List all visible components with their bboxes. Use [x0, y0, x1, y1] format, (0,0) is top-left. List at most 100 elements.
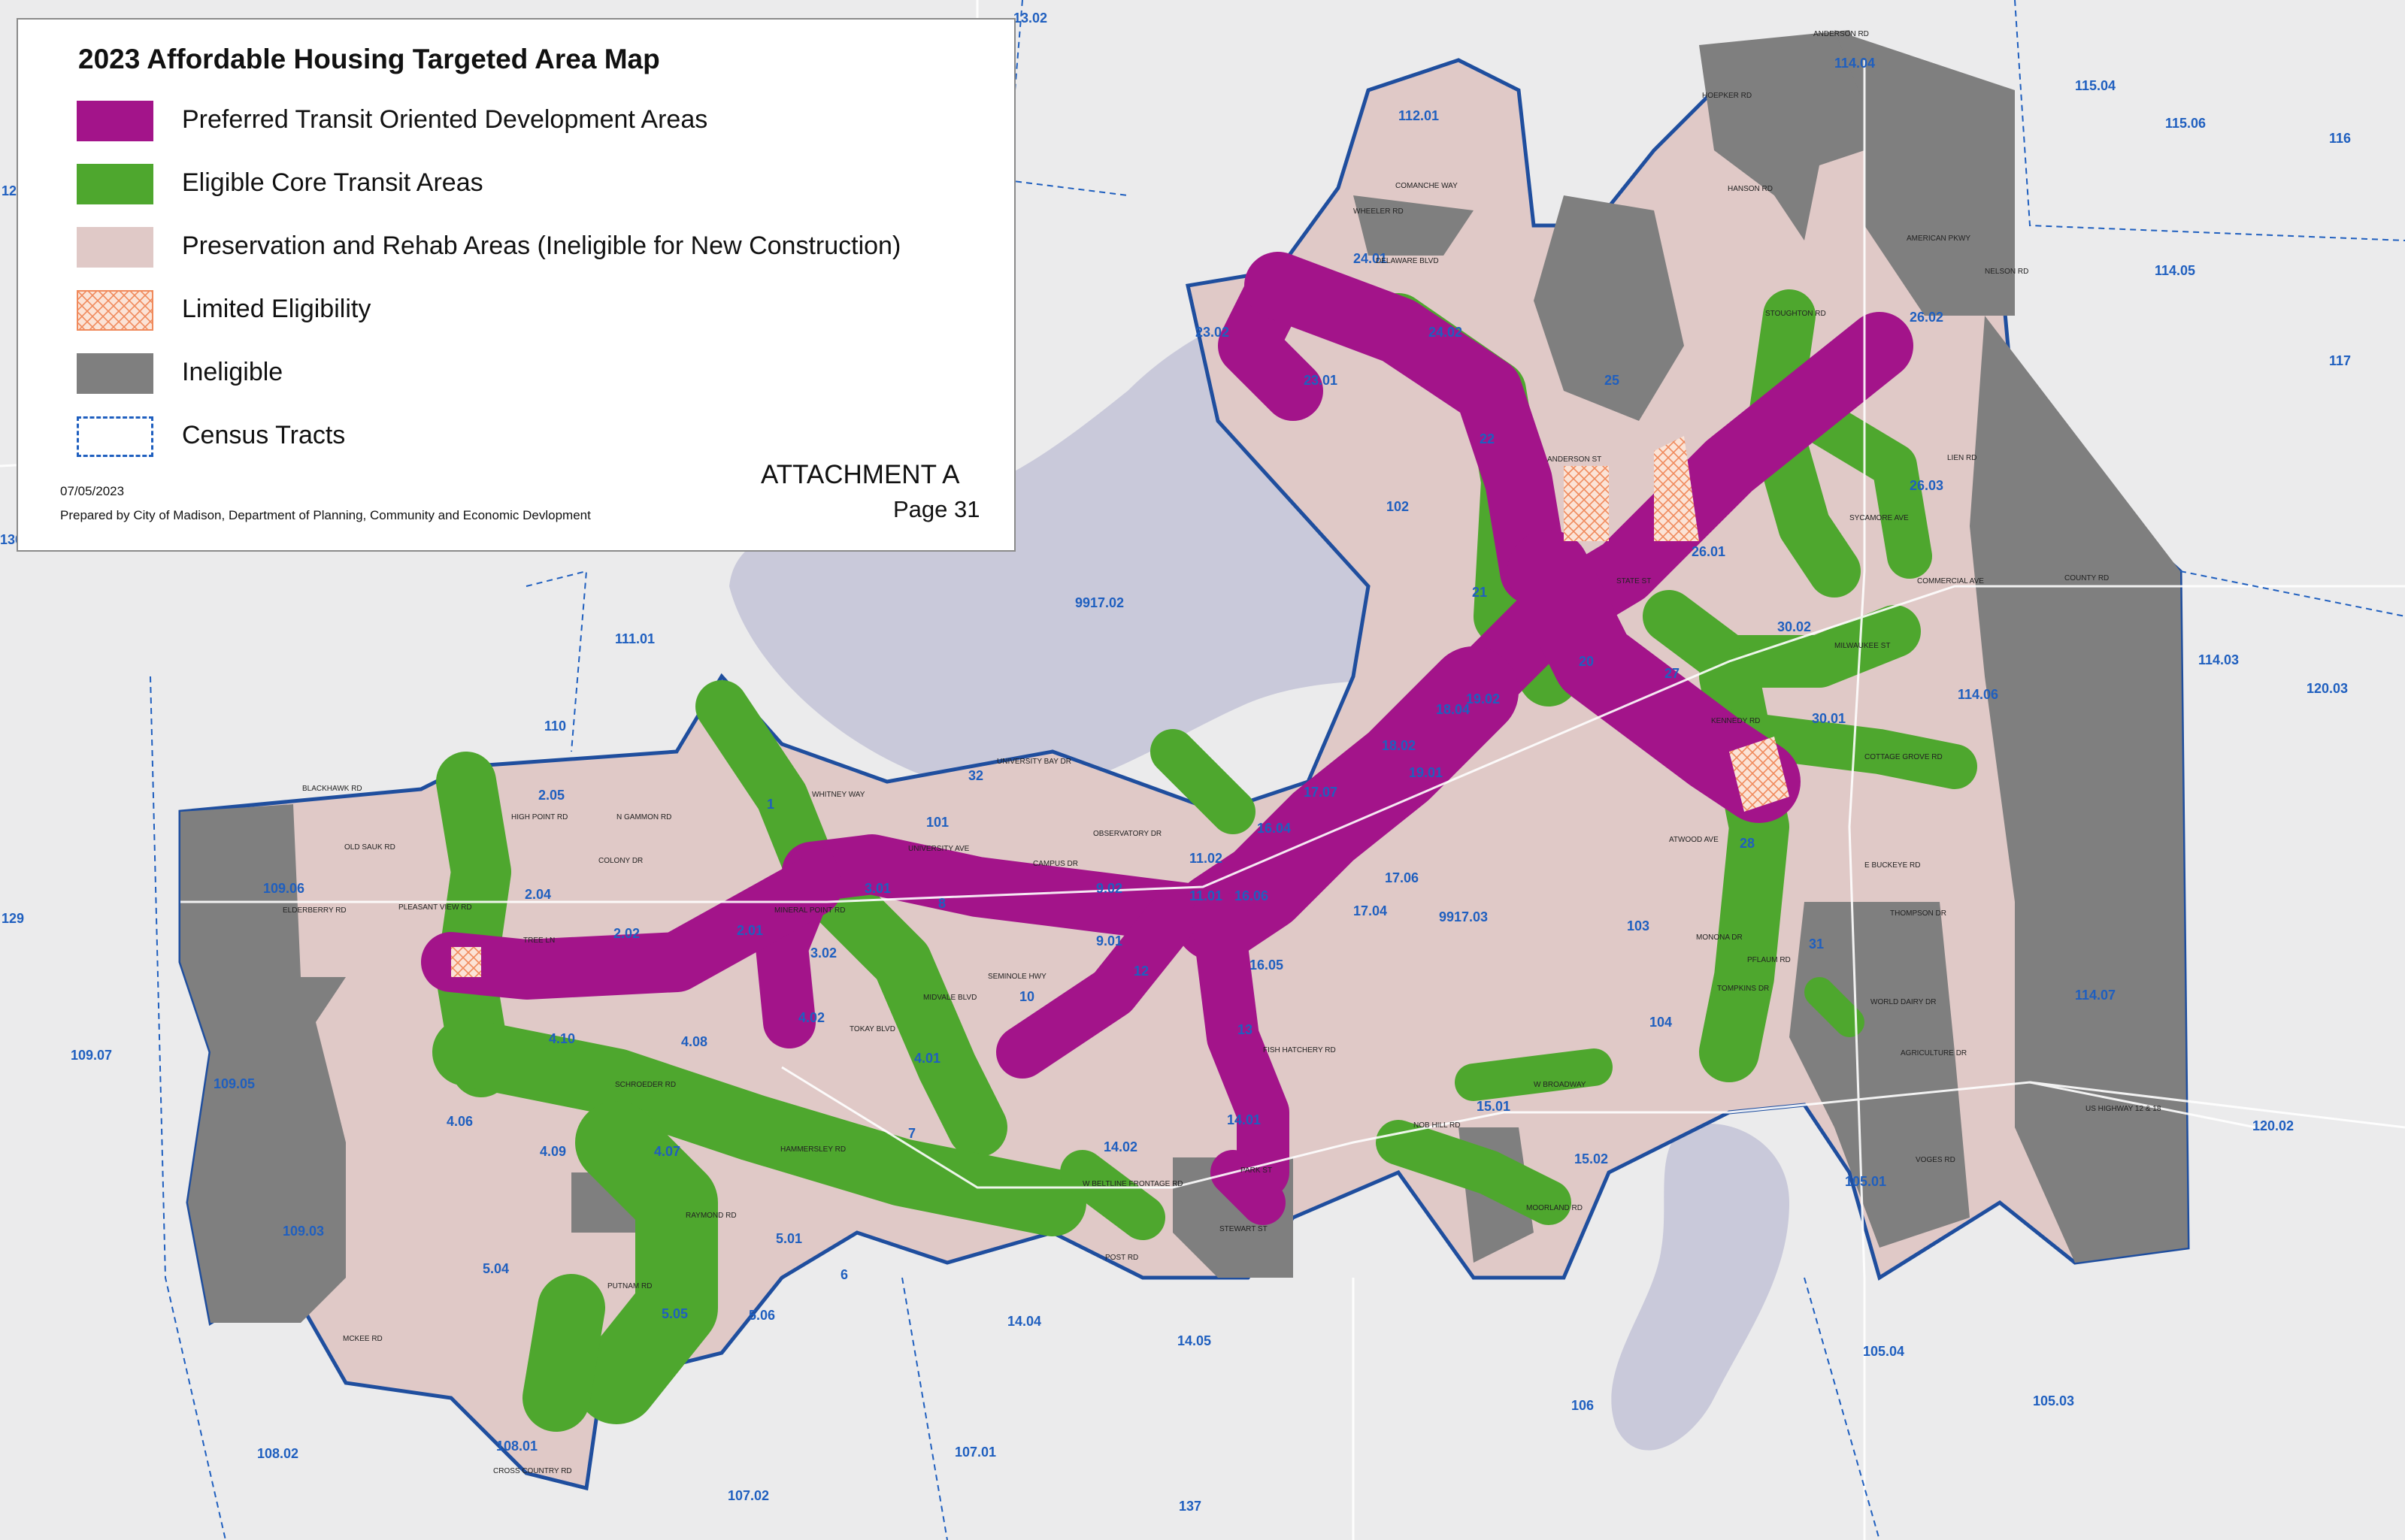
tract-label: 105.01 — [1845, 1174, 1886, 1189]
tract-label: 2.05 — [538, 788, 565, 803]
tract-label: 27 — [1664, 666, 1680, 681]
preferred-tod-areas — [421, 252, 1913, 1225]
tract-label: 26.03 — [1910, 478, 1943, 493]
tract-label: 14.05 — [1177, 1333, 1211, 1348]
tract-label: 24.02 — [1428, 325, 1462, 340]
road-label: PLEASANT VIEW RD — [398, 903, 472, 912]
road-label: COLONY DR — [598, 857, 643, 865]
road-label: DELAWARE BLVD — [1376, 257, 1439, 265]
tract-label: 19.02 — [1466, 691, 1500, 706]
road-label: ANDERSON ST — [1547, 455, 1601, 464]
legend-label: Limited Eligibility — [182, 295, 371, 323]
tract-label: 15.02 — [1574, 1151, 1608, 1166]
road-label: COUNTY RD — [2064, 574, 2109, 582]
tract-label: 5.01 — [776, 1231, 802, 1246]
tract-label: 23.01 — [1304, 373, 1337, 388]
tract-label: 3.01 — [865, 881, 891, 896]
tract-label: 20 — [1579, 654, 1594, 669]
road-label: E BUCKEYE RD — [1864, 861, 1920, 870]
tract-label: 120.02 — [2252, 1118, 2294, 1133]
road-label: UNIVERSITY BAY DR — [997, 758, 1071, 766]
tract-label: 12 — [1134, 964, 1149, 979]
road-label: KENNEDY RD — [1711, 717, 1760, 725]
road-label: COTTAGE GROVE RD — [1864, 753, 1943, 761]
lake-waubesa — [1611, 1123, 1789, 1451]
tract-label: 4.08 — [681, 1034, 707, 1049]
road-label: STEWART ST — [1219, 1225, 1268, 1233]
tract-label: 17.06 — [1385, 870, 1419, 885]
road-label: MILWAUKEE ST — [1834, 642, 1890, 650]
tract-label: 108.01 — [496, 1439, 538, 1454]
tract-label: 9917.02 — [1075, 595, 1124, 610]
tract-label: 7 — [908, 1126, 916, 1141]
tract-label: 112.01 — [1398, 108, 1439, 123]
tract-label: 114.07 — [2075, 988, 2116, 1003]
road-label: W BROADWAY — [1534, 1081, 1586, 1089]
road-label: STATE ST — [1616, 577, 1651, 585]
legend-swatch-magenta — [77, 101, 153, 141]
tract-label: 109.05 — [214, 1076, 255, 1091]
road-label: BLACKHAWK RD — [302, 785, 362, 793]
road-label: COMMERCIAL AVE — [1917, 577, 1984, 585]
road-label: MINERAL POINT RD — [774, 906, 845, 915]
road-label: OLD SAUK RD — [344, 843, 395, 852]
legend-swatch-crosshatch — [77, 290, 153, 331]
tract-label: 26.02 — [1910, 310, 1943, 325]
tract-label: 11.02 — [1189, 851, 1222, 866]
map-date: 07/05/2023 — [60, 484, 125, 498]
road-label: LIEN RD — [1947, 454, 1976, 462]
road-label: VOGES RD — [1916, 1156, 1955, 1164]
tract-label: 22 — [1480, 431, 1495, 446]
tract-label: 4.01 — [914, 1051, 940, 1066]
tract-label: 2.01 — [737, 923, 763, 938]
tract-label: 1 — [767, 797, 774, 812]
tract-label: 25 — [1604, 373, 1619, 388]
tract-label: 5.04 — [483, 1261, 509, 1276]
road-label: WHEELER RD — [1353, 207, 1404, 216]
tract-label: 105.04 — [1863, 1344, 1904, 1359]
tract-label: 30.01 — [1812, 711, 1846, 726]
road-label: WORLD DAIRY DR — [1870, 998, 1936, 1006]
road-label: AGRICULTURE DR — [1901, 1049, 1967, 1057]
road-label: N GAMMON RD — [616, 813, 671, 821]
tract-label: 11.01 — [1189, 888, 1222, 903]
tract-label: 16.05 — [1249, 958, 1283, 973]
tract-label: 116 — [2329, 131, 2351, 146]
tract-labels: 13.02 114.04 115.04 115.06 116 125 112.0… — [0, 11, 2351, 1514]
tract-label: 18.02 — [1382, 738, 1416, 753]
tract-label: 101 — [926, 815, 949, 830]
tract-label: 14.04 — [1007, 1314, 1041, 1329]
legend-label: Census Tracts — [182, 421, 346, 449]
road-label: RAYMOND RD — [686, 1212, 737, 1220]
road-label: UNIVERSITY AVE — [908, 845, 970, 853]
tract-label: 4.10 — [549, 1031, 575, 1046]
road-label: POST RD — [1105, 1254, 1138, 1262]
road-label: HOEPKER RD — [1702, 92, 1752, 100]
tract-label: 115.04 — [2075, 78, 2116, 93]
tract-label: 129 — [2, 911, 24, 926]
legend-swatch-gray — [77, 353, 153, 394]
tract-label: 114.06 — [1958, 687, 1998, 702]
tract-label: 103 — [1627, 918, 1649, 933]
page-number: Page 31 — [893, 496, 980, 522]
road-label: ELDERBERRY RD — [283, 906, 347, 915]
road-label: SYCAMORE AVE — [1849, 514, 1909, 522]
census-tract-lines — [150, 0, 2405, 1540]
tract-label: 104 — [1649, 1015, 1672, 1030]
tract-label: 9917.03 — [1439, 909, 1488, 924]
tract-label: 13 — [1237, 1022, 1252, 1037]
road-label: THOMPSON DR — [1890, 909, 1946, 918]
tract-label: 28 — [1740, 836, 1755, 851]
tract-label: 117 — [2329, 353, 2351, 368]
tract-label: 8 — [938, 896, 946, 911]
tract-label: 17.04 — [1353, 903, 1387, 918]
road-label: MONONA DR — [1696, 933, 1743, 942]
tract-label: 21 — [1472, 585, 1487, 600]
road-label: ATWOOD AVE — [1669, 836, 1719, 844]
tract-label: 16.04 — [1257, 821, 1291, 836]
tract-label: 107.01 — [955, 1445, 996, 1460]
road-label: SCHROEDER RD — [615, 1081, 676, 1089]
tract-label: 2.04 — [525, 887, 551, 902]
